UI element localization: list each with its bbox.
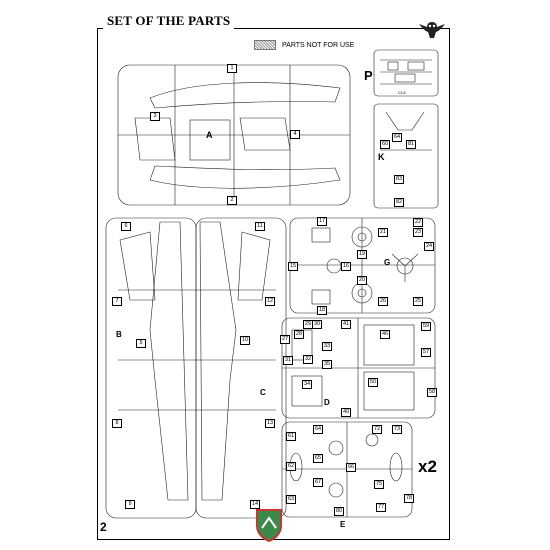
part-number: 83 <box>394 175 405 184</box>
sprue-g-label: G <box>384 258 391 267</box>
part-number: 50 <box>368 378 379 387</box>
sprue-b-label: B <box>116 330 122 339</box>
part-number: 20 <box>357 276 368 285</box>
part-number: 5 <box>136 339 146 348</box>
part-number: 40 <box>341 408 352 417</box>
part-number: 9 <box>125 500 135 509</box>
part-number: 23 <box>413 228 424 237</box>
sprue-p <box>373 49 439 97</box>
sprue-a-label: A <box>206 130 213 140</box>
part-number: 41 <box>341 320 352 329</box>
part-number: 15 <box>288 262 299 271</box>
part-number: 3 <box>150 112 160 121</box>
part-number: 11 <box>255 222 265 231</box>
part-number: 27 <box>280 335 291 344</box>
page-title: SET OF THE PARTS <box>103 13 235 29</box>
part-number: 80 <box>334 507 345 516</box>
sprue-b <box>105 217 197 519</box>
part-number: 58 <box>427 388 438 397</box>
part-number: 2 <box>227 196 237 205</box>
part-number: 66 <box>346 463 357 472</box>
sprue-e-label: E <box>340 520 346 529</box>
page-number: 2 <box>100 520 107 534</box>
legend-label: PARTS NOT FOR USE <box>282 41 355 49</box>
sprue-d-label: D <box>324 398 330 407</box>
part-number: 62 <box>286 462 297 471</box>
sprue-c <box>195 217 287 519</box>
part-number: 10 <box>240 336 251 345</box>
part-number: 12 <box>265 297 276 306</box>
part-number: 25 <box>413 297 424 306</box>
part-number: 7 <box>112 297 122 306</box>
part-number: 63 <box>286 495 297 504</box>
part-number: 1 <box>227 64 237 73</box>
part-number: 14 <box>250 500 261 509</box>
part-number: 24 <box>424 242 435 251</box>
sprue-k-label: K <box>378 152 385 162</box>
legend: PARTS NOT FOR USE <box>254 40 354 50</box>
emblem-icon <box>256 509 282 542</box>
part-number: 17 <box>317 217 328 226</box>
sprue-d <box>281 317 436 419</box>
part-number: 73 <box>392 425 403 434</box>
part-number: 57 <box>421 348 432 357</box>
sprue-p-sublabel: Ct-8 <box>398 90 406 95</box>
quantity-multiplier: x2 <box>418 457 437 476</box>
part-number: 72 <box>372 425 383 434</box>
part-number: 6 <box>121 222 131 231</box>
part-number: 35 <box>322 360 333 369</box>
part-number: 16 <box>341 262 352 271</box>
part-number: 65 <box>313 454 324 463</box>
part-number: 46 <box>380 330 391 339</box>
part-number: 59 <box>421 322 432 331</box>
part-number: 26 <box>378 297 389 306</box>
part-number: 75 <box>374 480 385 489</box>
part-number: 64 <box>392 133 403 142</box>
sprue-c-label: C <box>260 388 266 397</box>
part-number: 19 <box>357 250 368 259</box>
part-number: 77 <box>376 503 387 512</box>
part-number: 67 <box>313 478 324 487</box>
part-number: 8 <box>112 419 122 428</box>
sprue-a <box>117 64 351 206</box>
part-number: 61 <box>286 432 297 441</box>
part-number: 60 <box>380 140 391 149</box>
part-number: 4 <box>290 130 300 139</box>
part-number: 13 <box>265 419 276 428</box>
part-number: 28 <box>294 330 305 339</box>
part-number: 81 <box>406 140 417 149</box>
owl-logo-icon <box>419 22 445 38</box>
part-number: 31 <box>283 356 294 365</box>
sprue-k <box>373 103 439 209</box>
part-number: 33 <box>322 342 333 351</box>
part-number: 30 <box>312 320 323 329</box>
part-number: 64 <box>313 425 324 434</box>
part-number: 22 <box>413 218 424 227</box>
part-number: 82 <box>394 198 405 207</box>
part-number: 78 <box>404 494 415 503</box>
sprue-p-label: P <box>364 68 373 83</box>
part-number: 34 <box>302 380 313 389</box>
hatch-swatch-icon <box>254 40 276 50</box>
part-number: 32 <box>303 355 314 364</box>
part-number: 21 <box>378 228 389 237</box>
part-number: 18 <box>317 306 328 315</box>
